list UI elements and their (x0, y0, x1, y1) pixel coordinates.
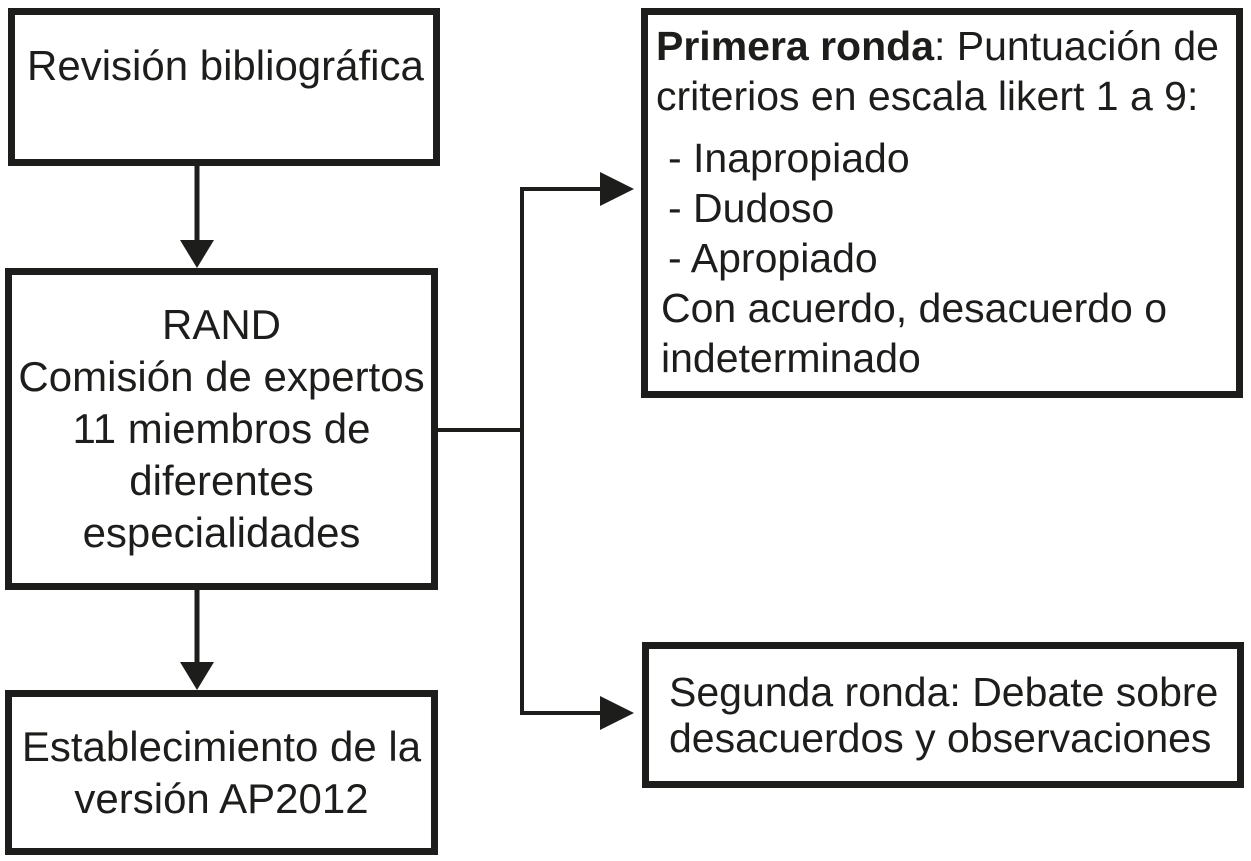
rand-panel-line: Comisión de expertos (18, 353, 425, 400)
ap2012-version-line: versión AP2012 (74, 774, 369, 822)
list-item: - Dudoso (668, 185, 835, 231)
first-round-title-rest: : Puntuación de criterios en escala like… (656, 23, 1219, 119)
list-item: - Apropiado (668, 235, 878, 281)
ap2012-version-line: Establecimiento de la (21, 722, 422, 770)
first-round-title: Primera ronda (656, 23, 934, 69)
first-round-note: Con acuerdo, desacuerdo o indeterminado (661, 285, 1168, 381)
rand-panel-line: 11 miembros de (72, 405, 371, 452)
rand-panel-box: RAND Comisión de expertos 11 miembros de… (5, 268, 438, 590)
literature-review-box: Revisión bibliográfica (8, 8, 440, 166)
arrow-review-to-rand (180, 165, 214, 268)
list-item: - Inapropiado (668, 135, 910, 181)
second-round-label: Segunda ronda: Debate sobre desacuerdos … (669, 669, 1219, 761)
rand-panel-line: RAND (161, 301, 281, 348)
ap2012-version-box: Establecimiento de la versión AP2012 (5, 690, 438, 855)
literature-review-label: Revisión bibliográfica (27, 42, 424, 89)
arrow-rand-to-version (180, 590, 214, 690)
first-round-items: - Inapropiado - Dudoso - Apropiado (668, 133, 1234, 283)
connector-rand-branch (437, 189, 524, 713)
second-round-box: Segunda ronda: Debate sobre desacuerdos … (642, 642, 1244, 788)
rand-panel-line: diferentes (129, 457, 314, 504)
first-round-box: Primera ronda: Puntuación de criterios e… (641, 8, 1243, 398)
first-round-heading: Primera ronda: Puntuación de criterios e… (656, 21, 1234, 121)
arrow-to-first-round (520, 172, 634, 206)
rand-panel-line: especialidades (82, 509, 361, 556)
arrow-to-second-round (520, 696, 634, 730)
